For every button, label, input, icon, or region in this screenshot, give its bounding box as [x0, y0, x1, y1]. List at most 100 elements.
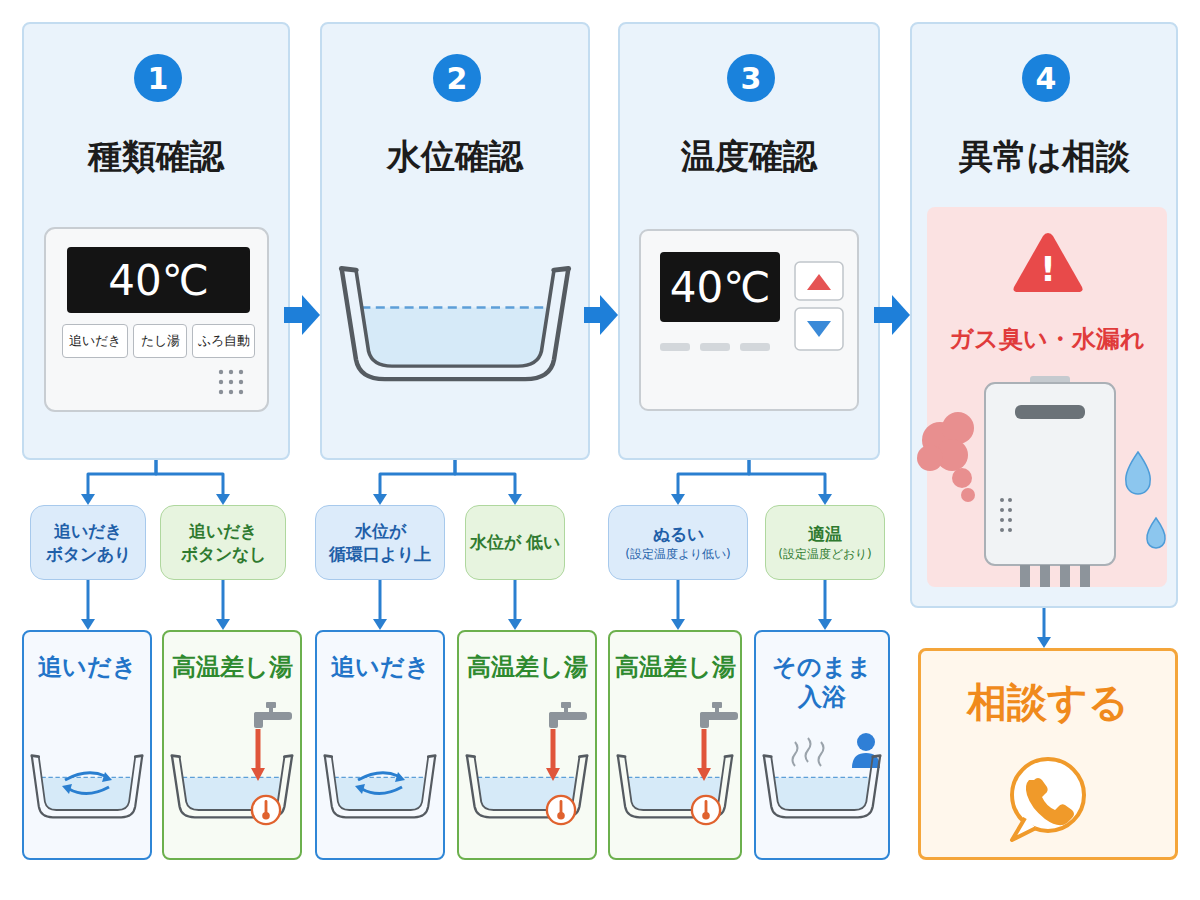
arrow-head: [373, 619, 387, 630]
node-text: !: [1040, 249, 1056, 289]
connector-line: [514, 580, 517, 621]
remote-button: たし湯: [133, 324, 187, 358]
node-text: 高温差し湯: [166, 652, 298, 682]
arrow-head: [302, 295, 320, 335]
node-text: 水位が 低い: [470, 531, 561, 554]
step-number-circle: 2: [433, 54, 481, 102]
warning-area: ガス臭い・水漏れ!: [927, 207, 1167, 587]
condition-pill: ぬるい(設定温度より低い): [608, 505, 748, 580]
arrow-head: [216, 494, 230, 505]
connector-line: [455, 460, 515, 496]
arrow-head: [216, 619, 230, 630]
node-text: ふろ自動: [198, 332, 250, 350]
connector-line: [379, 580, 382, 621]
step-number-circle: 4: [1022, 54, 1070, 102]
connector: [81, 460, 156, 505]
node-text: 40℃: [670, 263, 771, 312]
connector: [749, 460, 832, 505]
arrow-head: [818, 494, 832, 505]
remote-button: ふろ自動: [192, 324, 255, 358]
arrow-head: [508, 494, 522, 505]
node-text: 種類確認: [24, 134, 288, 180]
node-text: 追いだき: [26, 652, 148, 682]
connector: [156, 460, 230, 505]
node-text: (設定温度どおり): [778, 546, 871, 562]
node-text: 適温: [808, 523, 842, 546]
connector: [373, 580, 387, 630]
connector: [508, 580, 522, 630]
node-text: 1: [148, 61, 169, 96]
connector: [216, 580, 230, 630]
node-text: 高温差し湯: [612, 652, 738, 682]
node-text: 水位が 循環口より上: [316, 520, 444, 566]
node-text: 2: [447, 61, 468, 96]
node-text: たし湯: [141, 332, 180, 350]
connector-line: [380, 460, 455, 496]
connector-line: [677, 580, 680, 621]
connector-line: [678, 460, 749, 496]
result-box: 相談する: [918, 648, 1178, 860]
node-text: ぬるい: [653, 523, 704, 546]
connector: [1037, 608, 1051, 648]
connector-line: [87, 580, 90, 621]
connector: [81, 580, 95, 630]
connector: [671, 460, 749, 505]
node-text: 追いだき: [69, 332, 121, 350]
node-text: 追いだき ボタンなし: [161, 520, 285, 566]
node-text: 高温差し湯: [461, 652, 593, 682]
warning-triangle: !: [1012, 230, 1084, 294]
condition-pill: 適温(設定温度どおり): [765, 505, 885, 580]
node-text: 相談する: [923, 677, 1173, 727]
result-box: 高温差し湯: [162, 630, 302, 860]
node-text: 追いだき: [319, 652, 441, 682]
connector-line: [156, 460, 223, 496]
step-panel: 温度確認 3 40℃: [618, 22, 880, 460]
arrow-head: [671, 494, 685, 505]
node-text: 4: [1036, 61, 1057, 96]
connector-line: [1043, 608, 1046, 639]
arrow-head: [671, 619, 685, 630]
node-text: 追いだき ボタンあり: [31, 520, 145, 566]
display-screen: 40℃: [660, 252, 780, 322]
arrow-head: [81, 619, 95, 630]
node-text: 40℃: [108, 256, 209, 305]
step-panel: 水位確認 2: [320, 22, 590, 460]
condition-pill: 追いだき ボタンなし: [160, 505, 286, 580]
connector: [373, 460, 455, 505]
step-panel: 異常は相談 4 ガス臭い・水漏れ!: [910, 22, 1178, 608]
condition-pill: 水位が 循環口より上: [315, 505, 445, 580]
arrow-head: [508, 619, 522, 630]
connector-line: [824, 580, 827, 621]
arrow-head: [81, 494, 95, 505]
arrow-head: [373, 494, 387, 505]
condition-pill: 追いだき ボタンあり: [30, 505, 146, 580]
result-box: 追いだき: [315, 630, 445, 860]
arrow-head: [892, 295, 910, 335]
remote-button: 追いだき: [62, 324, 128, 358]
arrow-head: [818, 619, 832, 630]
node-text: 3: [741, 61, 762, 96]
node-text: (設定温度より低い): [625, 546, 730, 562]
connector: [818, 580, 832, 630]
step-number-circle: 1: [134, 54, 182, 102]
node-text: そのまま 入浴: [758, 652, 886, 712]
connector-line: [749, 460, 825, 496]
step-panel: 種類確認 1 40℃ 追いだき たし湯ふろ自動: [22, 22, 290, 460]
result-box: 高温差し湯: [608, 630, 742, 860]
step-number-circle: 3: [727, 54, 775, 102]
node-text: 温度確認: [620, 134, 878, 180]
connector: [671, 580, 685, 630]
node-text: 水位確認: [322, 134, 588, 180]
node-text: ガス臭い・水漏れ: [927, 323, 1167, 355]
triangle-fill: [1014, 233, 1083, 292]
result-box: 追いだき: [22, 630, 152, 860]
display-screen: 40℃: [67, 247, 250, 313]
connector: [455, 460, 522, 505]
arrow-head: [1037, 637, 1051, 648]
connector-line: [88, 460, 156, 496]
arrow-head: [600, 295, 618, 335]
condition-pill: 水位が 低い: [465, 505, 565, 580]
node-text: 異常は相談: [912, 134, 1176, 180]
connector-line: [222, 580, 225, 621]
